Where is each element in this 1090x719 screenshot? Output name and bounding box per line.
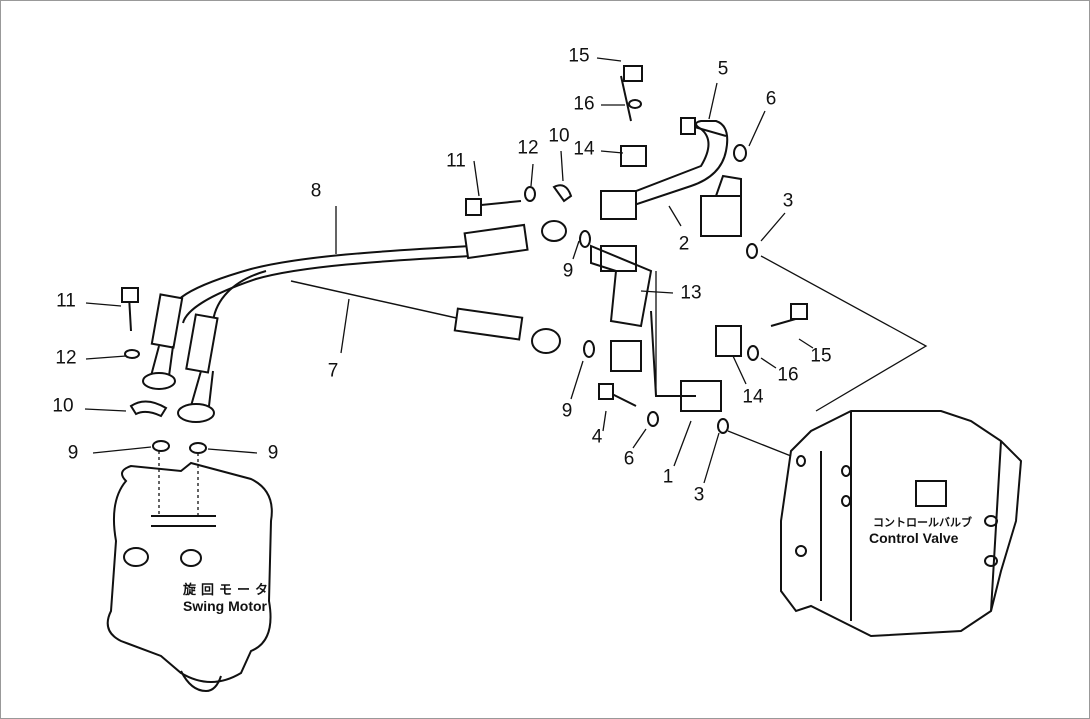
swing-motor-label-jp: 旋回モータ — [183, 582, 274, 597]
callout-9: 9 — [561, 400, 573, 422]
callout-7: 7 — [327, 360, 339, 382]
callout-14: 14 — [573, 138, 595, 160]
callout-16: 16 — [777, 364, 799, 386]
bracket-13 — [590, 244, 653, 328]
callout-2: 2 — [678, 233, 690, 255]
callout-10: 10 — [548, 125, 570, 147]
callout-3: 3 — [693, 484, 705, 506]
callout-1: 1 — [662, 466, 674, 488]
callout-13: 13 — [680, 282, 702, 304]
control-valve-label-jp: コントロールバルブ — [873, 517, 972, 529]
callout-8: 8 — [310, 180, 322, 202]
callout-3: 3 — [782, 190, 794, 212]
pipe-2 — [630, 120, 729, 207]
callout-15: 15 — [568, 45, 590, 67]
control-valve-label-en: Control Valve — [869, 529, 959, 546]
swing-motor-label-en: Swing Motor — [183, 597, 267, 614]
callout-14: 14 — [742, 386, 764, 408]
callout-6: 6 — [765, 88, 777, 110]
callout-9: 9 — [267, 442, 279, 464]
callout-11: 11 — [56, 290, 76, 312]
callout-4: 4 — [591, 426, 603, 448]
callout-12: 12 — [55, 347, 77, 369]
hose-8-inner — [182, 255, 472, 324]
hose-left-2 — [212, 270, 267, 322]
callout-15: 15 — [810, 345, 832, 367]
callout-9: 9 — [67, 442, 79, 464]
callout-11: 11 — [446, 150, 466, 172]
callout-9: 9 — [562, 260, 574, 282]
swing-motor — [106, 461, 273, 683]
hose-7 — [290, 280, 462, 320]
hose-8 — [167, 245, 472, 322]
swing-motor-label: 旋回モータ Swing Motor — [183, 582, 274, 614]
callout-10: 10 — [52, 395, 74, 417]
callout-12: 12 — [517, 137, 539, 159]
control-valve-label: コントロールバルブ Control Valve — [869, 517, 972, 546]
callout-6: 6 — [623, 448, 635, 470]
callout-16: 16 — [573, 93, 595, 115]
callout-5: 5 — [717, 58, 729, 80]
